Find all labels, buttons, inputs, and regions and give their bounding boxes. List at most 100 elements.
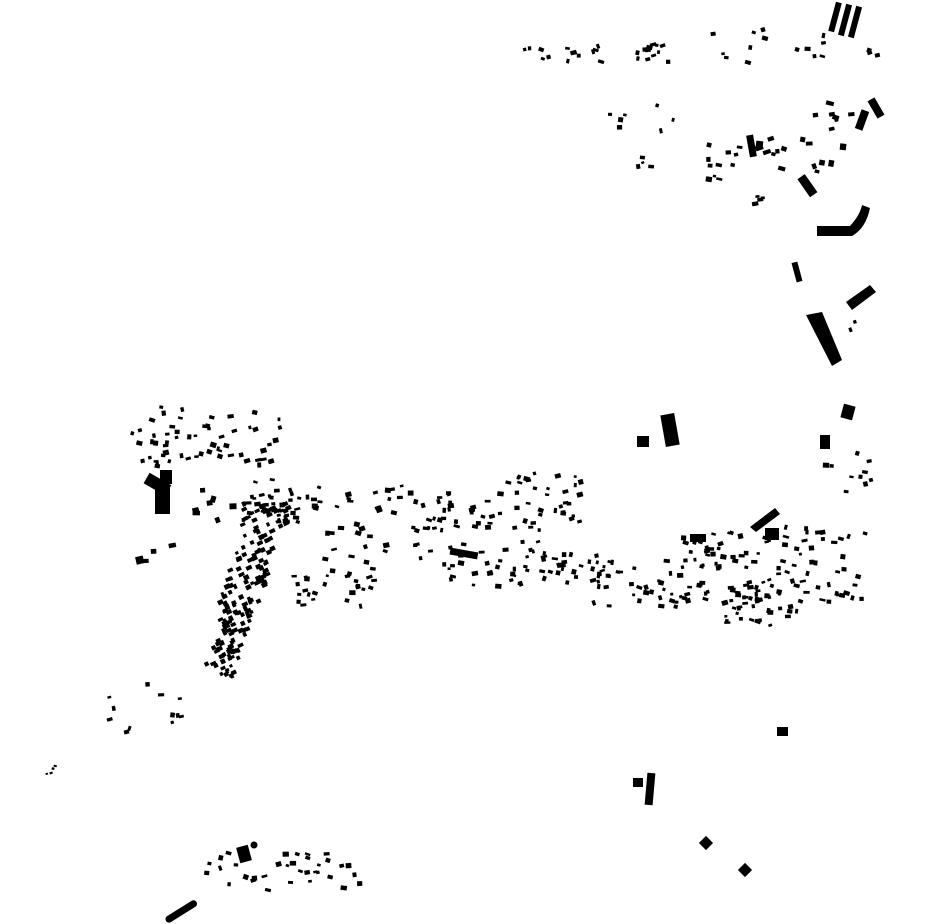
building xyxy=(365,574,373,580)
building xyxy=(839,143,847,151)
building xyxy=(209,441,217,449)
building xyxy=(246,514,252,520)
building xyxy=(806,312,842,366)
building xyxy=(805,141,813,146)
building xyxy=(756,552,760,555)
building-clusters xyxy=(45,26,881,893)
building xyxy=(207,861,212,866)
building xyxy=(707,163,713,168)
building xyxy=(241,500,247,507)
building xyxy=(227,882,231,887)
building xyxy=(165,432,170,436)
building xyxy=(729,586,736,593)
building xyxy=(560,511,567,516)
building xyxy=(867,50,873,56)
building xyxy=(354,530,362,537)
building xyxy=(296,599,301,604)
building xyxy=(848,112,855,117)
building xyxy=(45,772,49,775)
building xyxy=(738,617,743,621)
building xyxy=(263,537,271,544)
building xyxy=(268,535,274,541)
building xyxy=(259,447,268,454)
building xyxy=(288,487,293,493)
building xyxy=(446,491,451,497)
building xyxy=(753,584,759,591)
building xyxy=(220,665,226,671)
building xyxy=(237,593,245,601)
building xyxy=(786,608,793,614)
building xyxy=(260,581,268,589)
building xyxy=(51,767,55,771)
building xyxy=(275,860,282,868)
building xyxy=(657,594,663,601)
building xyxy=(217,865,223,872)
building xyxy=(227,453,235,458)
building xyxy=(777,727,788,736)
building xyxy=(715,162,723,168)
building xyxy=(272,437,279,444)
building xyxy=(347,499,354,503)
building xyxy=(390,510,398,516)
building xyxy=(178,714,185,719)
building xyxy=(510,573,517,578)
building xyxy=(636,598,642,604)
building xyxy=(819,598,826,602)
building xyxy=(777,590,782,596)
building xyxy=(761,580,766,584)
building xyxy=(622,113,627,117)
building xyxy=(258,503,265,510)
building xyxy=(327,874,334,880)
building xyxy=(448,545,453,550)
building xyxy=(317,500,323,504)
building xyxy=(576,519,583,524)
building xyxy=(595,560,600,565)
building xyxy=(233,863,239,867)
building xyxy=(265,549,273,556)
building xyxy=(311,497,317,502)
building xyxy=(259,546,266,553)
building xyxy=(355,584,361,590)
building xyxy=(227,589,233,595)
building xyxy=(596,583,601,590)
building xyxy=(215,637,222,643)
building xyxy=(471,570,479,577)
building xyxy=(818,159,826,166)
building xyxy=(716,546,721,551)
building xyxy=(236,844,252,864)
building xyxy=(782,534,790,539)
building xyxy=(568,515,575,522)
building xyxy=(848,327,853,333)
building xyxy=(815,530,822,535)
building xyxy=(564,46,570,50)
building xyxy=(255,598,262,605)
building xyxy=(261,874,268,879)
building xyxy=(838,592,846,598)
building xyxy=(571,568,577,575)
building xyxy=(308,879,312,883)
building xyxy=(831,114,840,121)
building xyxy=(645,56,651,62)
building xyxy=(825,100,835,107)
building xyxy=(266,512,273,518)
building xyxy=(537,507,545,514)
building xyxy=(229,503,237,510)
building xyxy=(295,581,300,587)
building xyxy=(748,44,753,50)
building xyxy=(666,59,671,64)
building xyxy=(251,552,257,558)
building xyxy=(251,875,258,881)
building xyxy=(382,548,389,554)
building xyxy=(859,596,864,601)
building xyxy=(277,417,281,422)
building xyxy=(635,163,641,170)
building xyxy=(316,863,321,867)
building xyxy=(846,533,851,540)
building xyxy=(516,480,523,485)
building xyxy=(239,522,246,528)
building xyxy=(227,615,234,620)
building xyxy=(123,729,130,735)
building xyxy=(449,547,479,560)
building xyxy=(175,712,180,718)
